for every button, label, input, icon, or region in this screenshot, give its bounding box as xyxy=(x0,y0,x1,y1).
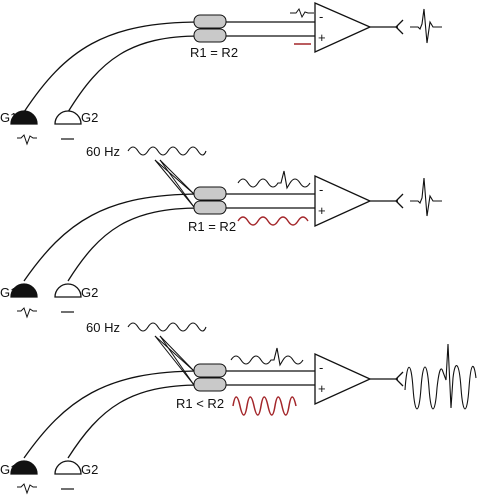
noise-coupling-line xyxy=(154,335,195,372)
noise-coupling-line xyxy=(154,159,195,208)
minus-input-signal xyxy=(237,170,311,190)
electrode-g2 xyxy=(54,110,82,125)
plus-input-signal xyxy=(237,216,309,226)
noise-coupling-line xyxy=(159,159,195,208)
output-signal xyxy=(404,343,477,410)
plus-input-signal xyxy=(232,396,297,416)
noise-source-wave xyxy=(127,322,207,332)
wire-g1-to-minus xyxy=(23,21,315,113)
resistor-r2 xyxy=(193,377,227,392)
wire-g2-to-plus xyxy=(67,384,315,459)
wire-g1-to-minus xyxy=(23,193,315,282)
minus-input-signal xyxy=(230,347,304,367)
electrode-g2-label: G2 xyxy=(81,285,98,300)
electrode-g1-label: G1 xyxy=(0,110,17,125)
noise-coupling-line xyxy=(154,159,195,195)
output-signal xyxy=(410,8,442,44)
electrode-g2 xyxy=(54,283,82,298)
minus-input-signal xyxy=(290,7,314,19)
electrode-g2-label: G2 xyxy=(81,110,98,125)
electrode-g1 xyxy=(10,110,38,125)
resistor-relation-label: R1 = R2 xyxy=(190,45,238,60)
noise-coupling-line xyxy=(154,335,195,386)
noise-coupling-line xyxy=(159,335,195,372)
plus-input-label: + xyxy=(318,30,326,45)
output-connector xyxy=(395,371,404,387)
electrode-g1-label: G1 xyxy=(0,462,17,477)
noise-coupling-line xyxy=(159,159,195,195)
g1-source-signal xyxy=(17,483,37,495)
g1-source-signal xyxy=(17,307,37,319)
output-connector xyxy=(395,193,404,209)
noise-source-label: 60 Hz xyxy=(86,144,120,159)
minus-input-label: - xyxy=(319,360,323,375)
noise-coupling-line xyxy=(159,335,195,386)
resistor-r2 xyxy=(193,200,227,215)
wire-g1-to-minus xyxy=(23,370,315,459)
resistor-r1 xyxy=(193,14,227,29)
differential-amplifier xyxy=(314,174,372,228)
differential-amplifier xyxy=(314,2,372,54)
minus-input-label: - xyxy=(319,182,323,197)
electrode-g1 xyxy=(10,283,38,298)
noise-source-wave xyxy=(127,146,207,156)
resistor-r1 xyxy=(193,363,227,378)
electrode-g2 xyxy=(54,460,82,475)
resistor-relation-label: R1 = R2 xyxy=(188,219,236,234)
wire-g2-to-plus xyxy=(67,207,315,282)
differential-amplifier xyxy=(314,352,372,406)
output-connector xyxy=(395,19,404,35)
noise-source-label: 60 Hz xyxy=(86,320,120,335)
resistor-r1 xyxy=(193,186,227,201)
resistor-r2 xyxy=(193,28,227,43)
panel-3: 60 Hz R1 < R2 - + G1 G2 xyxy=(0,320,477,495)
resistor-relation-label: R1 < R2 xyxy=(176,396,224,411)
g1-source-signal xyxy=(17,134,37,146)
plus-input-label: + xyxy=(318,381,326,396)
plus-input-label: + xyxy=(318,203,326,218)
electrode-g1-label: G1 xyxy=(0,285,17,300)
electrode-g1 xyxy=(10,460,38,475)
panel-2: 60 Hz R1 = R2 - + G1 G2 xyxy=(0,144,442,319)
output-signal xyxy=(410,177,442,217)
panel-1: R1 = R2 - + G1 G2 xyxy=(0,2,442,146)
wire-g2-to-plus xyxy=(67,35,315,113)
electrode-g2-label: G2 xyxy=(81,462,98,477)
minus-input-label: - xyxy=(319,9,323,24)
